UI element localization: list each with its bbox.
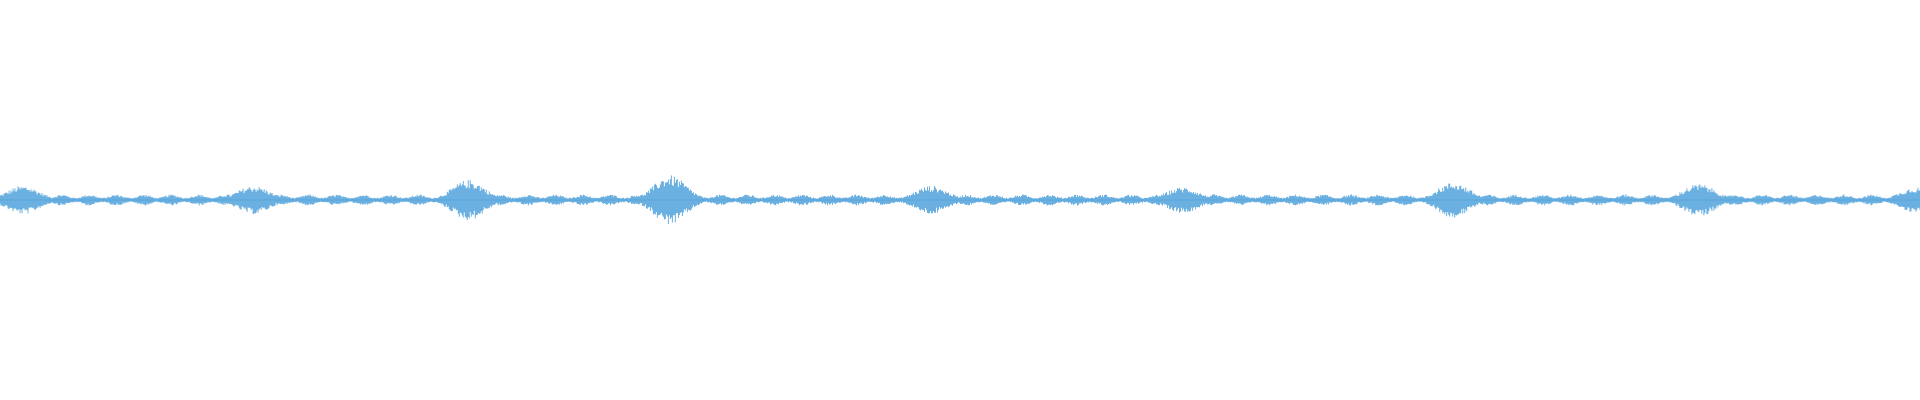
waveform-trace xyxy=(0,175,1920,225)
waveform-amplitude-trace xyxy=(0,175,1920,225)
